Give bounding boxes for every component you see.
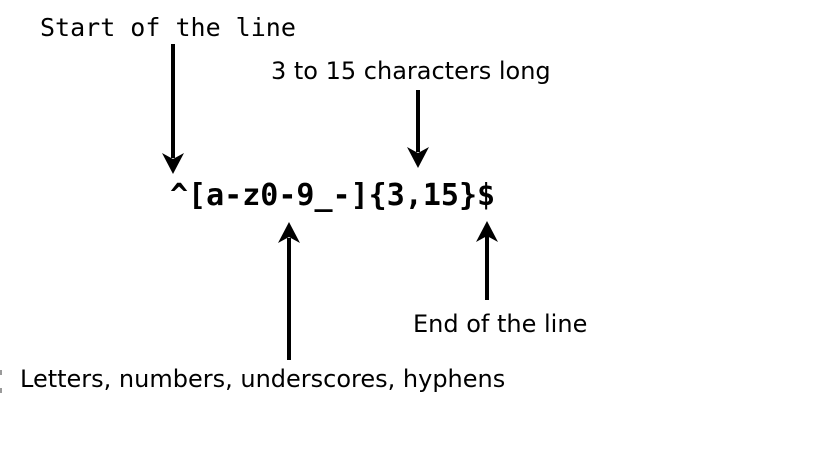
left-edge-artifact [0, 388, 2, 393]
arrow-start-head-down-icon [162, 153, 184, 174]
label-length-constraint: 3 to 15 characters long [271, 57, 551, 85]
arrow-end-to-dollar [476, 221, 498, 300]
arrow-length-to-quantifier [407, 90, 429, 168]
label-end-of-line: End of the line [413, 310, 588, 338]
arrow-length-head-down-icon [407, 147, 429, 168]
arrow-start-to-caret [162, 44, 184, 174]
left-edge-artifact [0, 370, 2, 375]
arrow-end-head-up-icon [476, 221, 498, 242]
label-start-of-line: Start of the line [40, 13, 296, 42]
regex-pattern-text: ^[a-z0-9_-]{3,15}$ [170, 178, 496, 213]
arrow-charset-head-up-icon [278, 222, 300, 243]
label-character-set: Letters, numbers, underscores, hyphens [20, 365, 506, 393]
arrow-charset-to-class [278, 222, 300, 360]
